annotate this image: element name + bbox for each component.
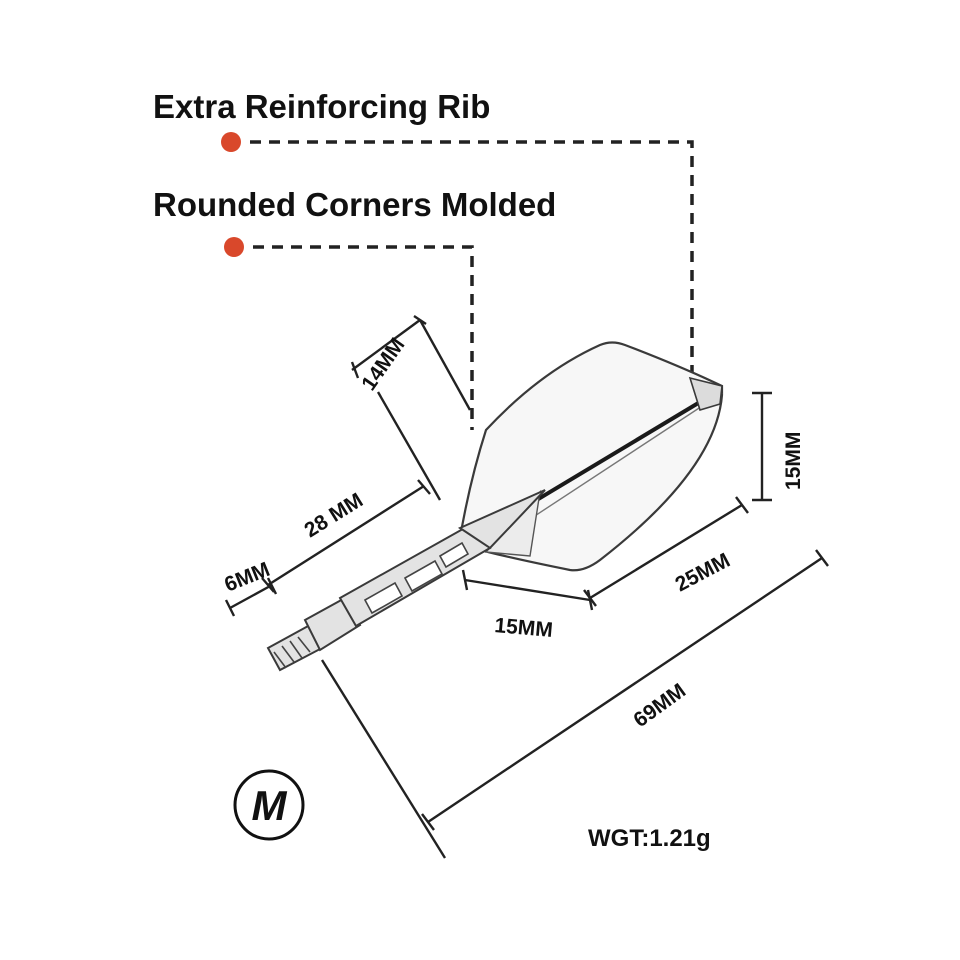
dim-overall-length-label: 69MM [629, 679, 690, 732]
size-badge-letter: M [252, 782, 288, 829]
dim-shaft-thread-label: 6MM [221, 558, 273, 597]
dim-flight-front-width-label: 14MM [357, 334, 409, 395]
dim-flight-front-width: 14MM [350, 315, 472, 411]
dim-flight-rear-length-label: 25MM [672, 549, 734, 597]
callout-rib-leader [250, 140, 694, 378]
dim-shaft-thread: 6MM [221, 558, 278, 617]
dim-flight-height-label: 15MM [782, 432, 805, 490]
callout-corners-label: Rounded Corners Molded [153, 186, 556, 223]
callout-rib-label: Extra Reinforcing Rib [153, 88, 490, 125]
dim-flight-bottom: 15MM [461, 569, 594, 642]
dim-flight-height: 15MM [752, 391, 805, 502]
callout-rib-marker [221, 132, 241, 152]
dart-flight [458, 341, 724, 572]
callout-corners-leader [253, 245, 474, 430]
callout-corners-marker [224, 237, 244, 257]
size-badge: M [233, 769, 305, 841]
dim-flight-bottom-label: 15MM [494, 614, 554, 642]
dim-flight-front-length-label: 28 MM [300, 489, 367, 543]
weight-label: WGT:1.21g [588, 825, 711, 852]
dart-shaft [266, 489, 546, 672]
